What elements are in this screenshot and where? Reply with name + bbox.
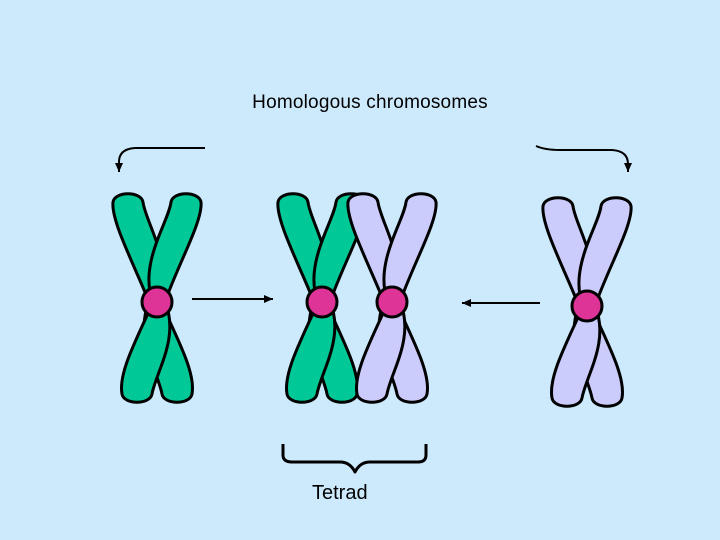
tetrad-lavender-centromere <box>375 285 409 319</box>
right-lavender-chromatid-2-upper-arm <box>577 196 633 308</box>
left-green-centromere <box>140 285 174 319</box>
left-green-chromatid-2-upper-arm <box>147 192 203 304</box>
curved-arrow-right <box>535 145 632 172</box>
tetrad-lavender-chromatid-2-lower-arm <box>354 300 407 404</box>
tetrad-label: Tetrad <box>312 482 368 504</box>
tetrad-lavender-chromatid-2-upper-arm <box>382 192 438 304</box>
left-green-chromatid-2-lower-arm <box>119 300 172 404</box>
right-lavender-chromatid-2-lower-arm <box>549 304 602 408</box>
homologous-chromosomes-label: Homologous chromosomes <box>252 92 488 113</box>
tetrad-bracket <box>281 444 428 474</box>
lavender-chromosome-in-tetrad <box>346 192 438 404</box>
tetrad-green-centromere <box>305 285 339 319</box>
right-lavender-centromere <box>570 289 604 323</box>
curved-arrow-left <box>115 147 205 172</box>
lavender-chromosome-right <box>541 196 633 408</box>
tetrad-green-chromatid-2-lower-arm <box>284 300 337 404</box>
green-chromosome-left <box>111 192 203 404</box>
